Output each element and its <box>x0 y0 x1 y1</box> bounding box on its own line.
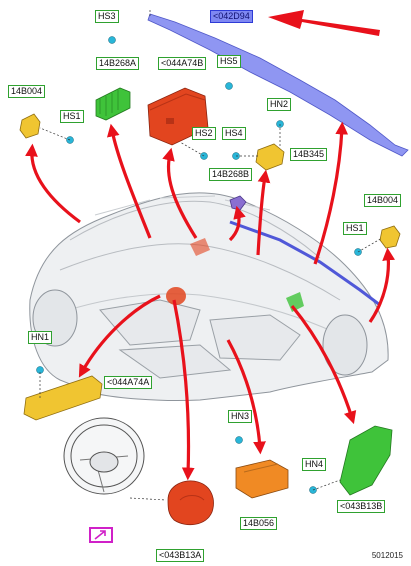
label-043b13a: <043B13A <box>156 549 205 562</box>
label-hs4: HS4 <box>222 127 246 140</box>
part-14b004-right <box>379 225 401 249</box>
label-14b268a: 14B268A <box>96 57 140 70</box>
part-14b345 <box>255 143 285 171</box>
label-hs1-left: HS1 <box>60 110 84 123</box>
part-14b056 <box>235 459 289 499</box>
label-hs2: HS2 <box>192 127 216 140</box>
label-044a74a: <044A74A <box>104 376 153 389</box>
external-link-icon[interactable] <box>89 527 113 543</box>
label-044a74b: <044A74B <box>158 57 207 70</box>
label-043b13b: <043B13B <box>337 500 386 513</box>
leader-lines <box>39 10 383 501</box>
label-14b268b: 14B268B <box>209 168 253 181</box>
curtain-airbag <box>147 13 409 157</box>
passenger-airbag-in-vehicle <box>190 238 210 256</box>
part-044a74a <box>23 375 103 421</box>
part-043b13b <box>339 425 393 496</box>
figure-number: 5012015 <box>371 551 403 560</box>
label-hn4: HN4 <box>302 458 327 471</box>
label-hs5: HS5 <box>217 55 241 68</box>
driver-airbag-in-vehicle <box>166 287 186 305</box>
label-hs1-right: HS1 <box>343 222 367 235</box>
part-043b13a <box>167 480 214 526</box>
label-hn2: HN2 <box>267 98 292 111</box>
highlight-arrow <box>268 10 380 36</box>
label-hs3: HS3 <box>95 10 119 23</box>
label-14b345: 14B345 <box>290 148 328 161</box>
part-14b004-left <box>19 113 41 139</box>
part-14b268a <box>95 87 131 121</box>
label-042d94: <042D94 <box>210 10 253 23</box>
steering-wheel <box>63 417 145 495</box>
label-14b004-right: 14B004 <box>364 194 402 207</box>
label-14b056: 14B056 <box>240 517 278 530</box>
seat-airbag-in-vehicle <box>286 292 304 312</box>
red-arrows <box>25 121 395 481</box>
curtain-airbag-in-vehicle <box>229 220 381 307</box>
label-hn1: HN1 <box>28 331 53 344</box>
label-hn3: HN3 <box>228 410 253 423</box>
label-14b004-left: 14B004 <box>8 85 46 98</box>
